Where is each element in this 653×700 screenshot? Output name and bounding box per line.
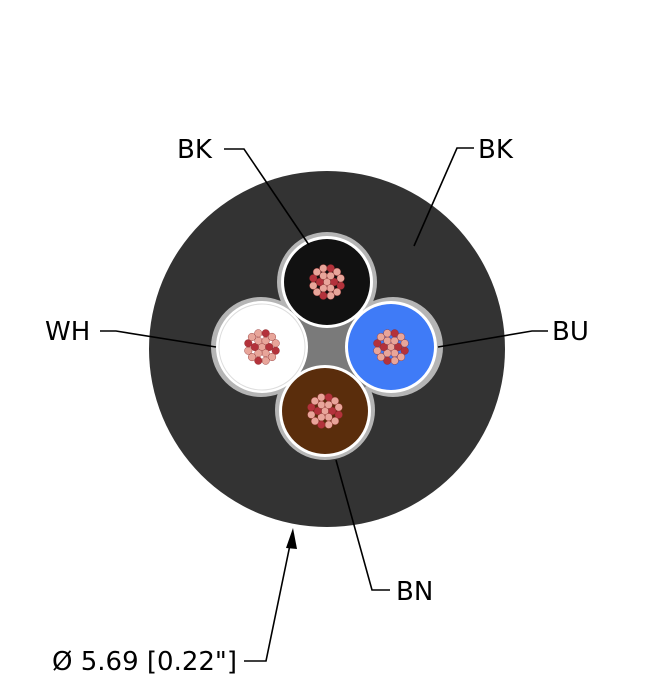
copper-strand (390, 356, 399, 365)
copper-strand (324, 393, 333, 402)
copper-strand (334, 403, 343, 412)
copper-strand (400, 339, 409, 348)
copper-strand (307, 410, 316, 419)
copper-strand (317, 420, 326, 429)
copper-strand (261, 349, 270, 358)
label-core-white: WH (45, 317, 90, 347)
copper-strand (383, 329, 392, 338)
core-brown (279, 365, 371, 457)
copper-strand (376, 333, 385, 342)
copper-strand (309, 281, 318, 290)
copper-strand (247, 353, 256, 362)
copper-strand (326, 284, 335, 293)
copper-strand (271, 339, 280, 348)
copper-strand (326, 264, 335, 273)
copper-strand (268, 353, 277, 362)
copper-strand (261, 329, 270, 338)
copper-strand (307, 403, 316, 412)
copper-strand (313, 407, 322, 416)
copper-strand (250, 343, 259, 352)
label-core-brown: BN (396, 577, 433, 607)
copper-strand (244, 339, 253, 348)
copper-strand (379, 343, 388, 352)
copper-strand (324, 413, 333, 422)
leader-jacket (413, 147, 474, 247)
copper-strand (244, 346, 253, 355)
copper-strand (373, 346, 382, 355)
label-core-black: BK (177, 135, 213, 165)
copper-strand (261, 356, 270, 365)
label-core-blue: BU (552, 317, 589, 347)
copper-strand (319, 264, 328, 273)
copper-strand (383, 336, 392, 345)
copper-strand (397, 332, 406, 341)
copper-strand (373, 339, 382, 348)
copper-strand (309, 274, 318, 283)
leader-diameter (244, 539, 292, 662)
leader-core-brown (335, 459, 390, 591)
copper-strand (390, 329, 399, 338)
copper-strand (265, 343, 274, 352)
leader-core-blue (437, 330, 548, 348)
copper-strand (319, 291, 328, 300)
copper-strand (390, 349, 399, 358)
leader-lines (100, 147, 548, 662)
copper-strand (247, 333, 256, 342)
copper-strand (324, 420, 333, 429)
copper-strand (394, 343, 403, 352)
copper-strand (312, 268, 321, 277)
copper-strand (315, 278, 324, 287)
copper-strand (331, 417, 340, 426)
leader-core-white (100, 330, 217, 348)
copper-strand (313, 288, 322, 297)
copper-strand (397, 353, 406, 362)
core-white (216, 301, 308, 393)
copper-strand (317, 400, 326, 409)
copper-strand (377, 353, 386, 362)
copper-strand (326, 291, 335, 300)
copper-strand (330, 278, 339, 287)
core-blue (345, 301, 437, 393)
copper-strand (336, 274, 345, 283)
label-diameter: Ø 5.69 [0.22"] (52, 647, 237, 677)
copper-strand (254, 336, 263, 345)
copper-strand (383, 356, 392, 365)
copper-strand (310, 397, 319, 406)
label-jacket: BK (478, 135, 514, 165)
copper-strand (328, 407, 337, 416)
copper-strand (268, 332, 277, 341)
diameter-arrowhead (286, 528, 297, 549)
copper-strand (319, 271, 328, 280)
copper-strand (311, 417, 320, 426)
copper-strand (333, 267, 342, 276)
copper-strand (331, 396, 340, 405)
copper-strand (254, 356, 263, 365)
copper-strand (254, 329, 263, 338)
leader-core-black (224, 148, 310, 246)
copper-strand (333, 288, 342, 297)
core-black (281, 236, 373, 328)
copper-strand (317, 393, 326, 402)
